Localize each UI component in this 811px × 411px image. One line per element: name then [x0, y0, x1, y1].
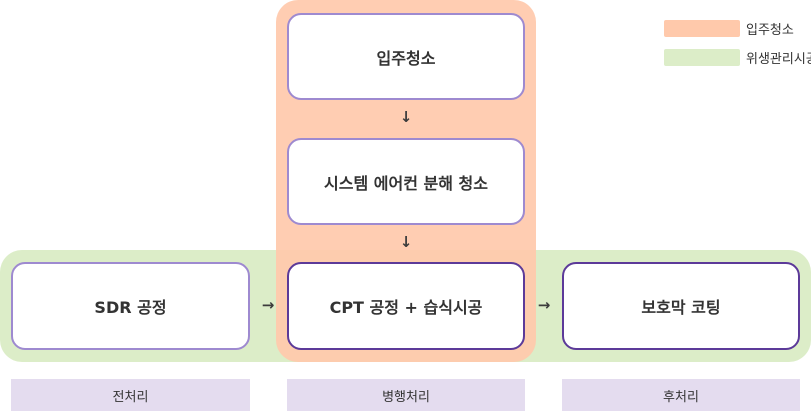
legend-label-move-in: 입주청소: [746, 23, 794, 38]
step-move-in-cleaning: 입주청소: [287, 13, 525, 100]
legend-item-move-in: 입주청소: [664, 19, 794, 38]
step-move-in-cleaning-label: 입주청소: [376, 48, 436, 68]
phase-pre: 전처리: [11, 379, 250, 411]
step-aircon-cleaning: 시스템 에어컨 분해 청소: [287, 138, 525, 225]
arrow-down-icon: ↓: [399, 233, 413, 251]
step-sdr: SDR 공정: [11, 262, 250, 350]
phase-post: 후처리: [562, 379, 800, 411]
arrow-right-icon: →: [537, 296, 551, 314]
legend-label-hygiene: 위생관리시공: [746, 52, 811, 67]
phase-pre-label: 전처리: [112, 389, 149, 405]
phase-post-label: 후처리: [663, 389, 699, 405]
step-sdr-label: SDR 공정: [94, 298, 167, 317]
legend-swatch-move-in: [664, 20, 740, 37]
arrow-right-icon: →: [261, 296, 275, 314]
step-coating: 보호막 코팅: [562, 262, 800, 350]
step-cpt-label: CPT 공정 + 습식시공: [329, 298, 483, 317]
step-cpt: CPT 공정 + 습식시공: [287, 262, 525, 350]
step-coating-label: 보호막 코팅: [641, 298, 721, 317]
step-aircon-cleaning-label: 시스템 에어컨 분해 청소: [324, 173, 488, 193]
phase-parallel: 병행처리: [287, 379, 525, 411]
arrow-down-icon: ↓: [399, 108, 413, 126]
legend-item-hygiene: 위생관리시공: [664, 48, 811, 67]
legend-swatch-hygiene: [664, 49, 740, 66]
phase-parallel-label: 병행처리: [382, 389, 430, 405]
